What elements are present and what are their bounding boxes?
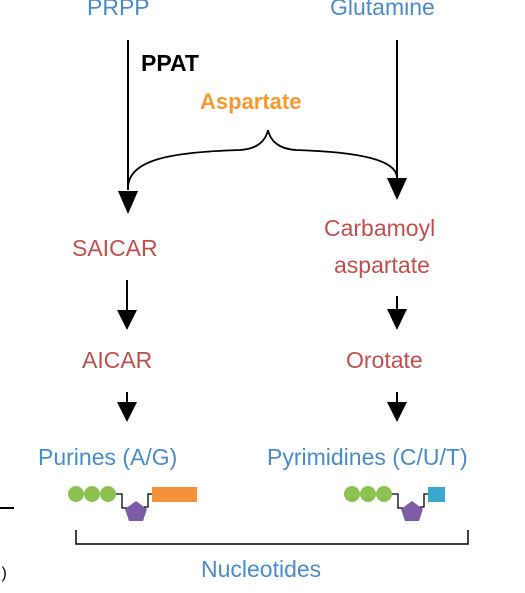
- sugar-icon: [401, 501, 423, 521]
- saicar-label: SAICAR: [72, 235, 158, 261]
- pyrimidines-label: Pyrimidines (C/U/T): [267, 444, 468, 470]
- arrow-saicar-to-aicar: [117, 280, 137, 330]
- purine-base-icon: [152, 487, 197, 502]
- prpp-label: PRPP: [87, 0, 150, 20]
- pyrimidine-nucleotide-icon: [344, 486, 445, 521]
- aicar-label: AICAR: [82, 347, 153, 373]
- orotate-label: Orotate: [346, 347, 423, 373]
- nucleotides-bracket: [75, 530, 469, 545]
- phosphate-icon: [84, 486, 100, 502]
- arrow-glutamine-to-carbamoyl-aspartate: [387, 40, 407, 200]
- glutamine-label: Glutamine: [330, 0, 435, 20]
- aspartate-product-label: aspartate: [334, 252, 430, 278]
- phosphate-icon: [344, 486, 360, 502]
- arrow-orotate-to-pyrimidines: [387, 392, 407, 422]
- phosphate-icon: [360, 486, 376, 502]
- arrow-aicar-to-purines: [117, 392, 137, 422]
- phosphate-icon: [100, 486, 116, 502]
- purine-nucleotide-icon: [68, 486, 197, 521]
- phosphate-icon: [376, 486, 392, 502]
- aspartate-brace: [127, 129, 398, 189]
- aspartate-label: Aspartate: [200, 89, 302, 114]
- nucleotides-label: Nucleotides: [201, 556, 322, 582]
- left-edge-fragment: .): [0, 565, 7, 582]
- ppat-enzyme-label: PPAT: [141, 50, 199, 76]
- carbamoyl-label: Carbamoyl: [324, 215, 436, 241]
- pyrimidine-base-icon: [428, 487, 445, 502]
- phosphate-icon: [68, 486, 84, 502]
- arrow-carbamoyl-to-orotate: [387, 296, 407, 330]
- arrow-prpp-to-saicar: [118, 40, 138, 214]
- purines-label: Purines (A/G): [38, 444, 178, 470]
- sugar-icon: [125, 501, 147, 521]
